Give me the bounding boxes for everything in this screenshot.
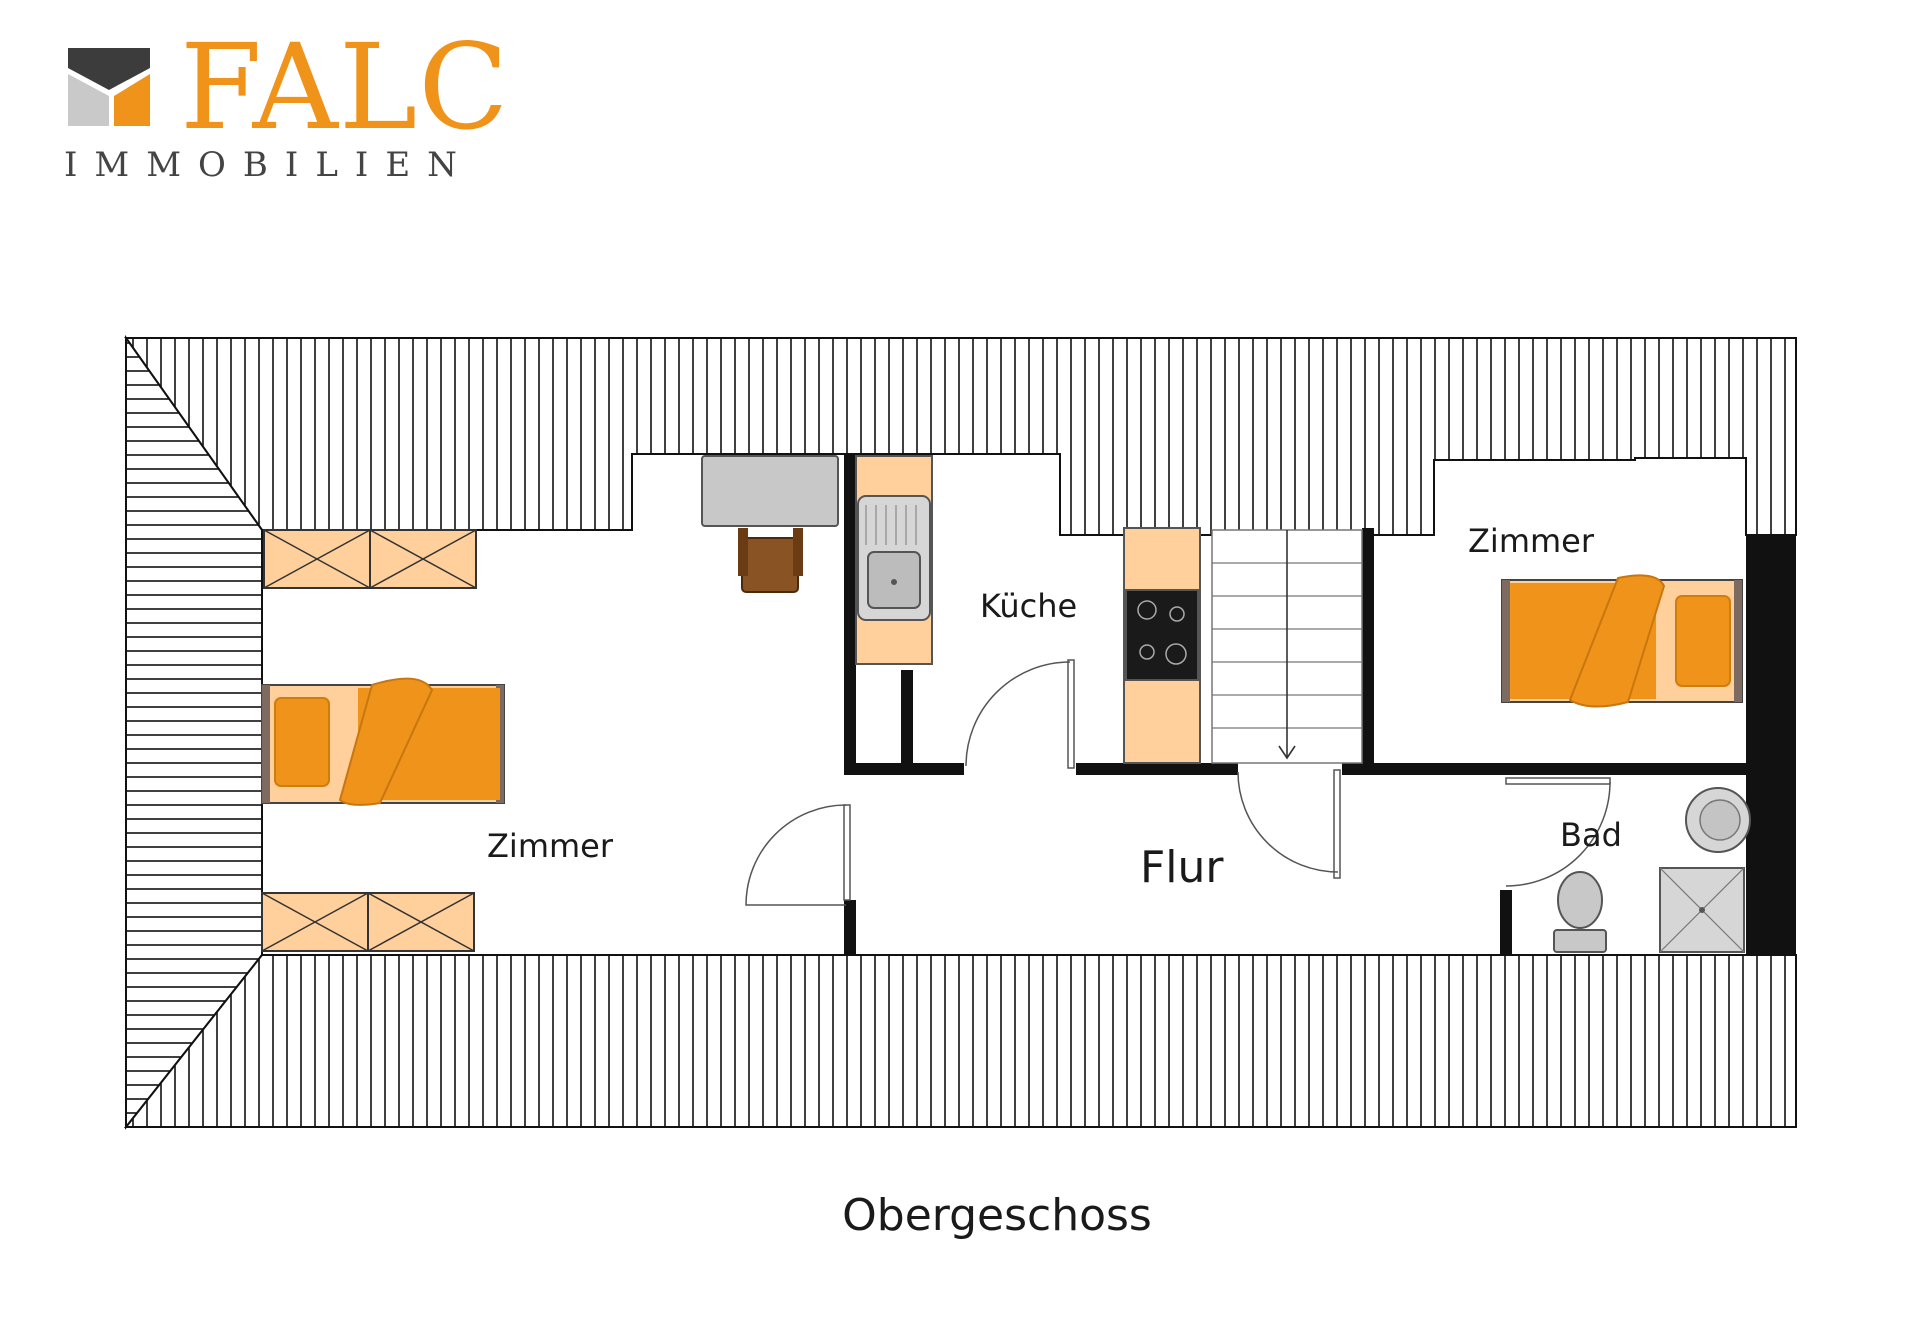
wall-cabinet-divider	[901, 670, 913, 763]
roof-slope-bottom	[123, 954, 1797, 1128]
wall-kitchen-bottom-left	[844, 763, 964, 775]
washbasin-icon	[1685, 787, 1751, 853]
bed-left	[261, 677, 505, 806]
wardrobe-bottom	[261, 892, 475, 952]
sink-icon	[857, 495, 931, 621]
door-left-room	[745, 804, 851, 906]
logo-wordmark: FALC	[180, 18, 510, 156]
chair-icon	[738, 528, 803, 593]
wall-upper-right-bottom	[1342, 763, 1746, 775]
logo-mark-icon	[68, 48, 150, 126]
room-label-bad: Bad	[1560, 816, 1622, 854]
room-label-zimmer-right: Zimmer	[1468, 522, 1594, 560]
bed-right	[1501, 574, 1743, 708]
staircase	[1211, 529, 1363, 764]
wall-bath-left	[1500, 890, 1512, 955]
wall-kitchen-left-low	[844, 900, 856, 955]
wall-stair-bottom	[1232, 763, 1238, 775]
logo-subtitle: IMMOBILIEN	[64, 145, 474, 185]
door-kitchen	[965, 659, 1075, 769]
room-label-flur: Flur	[1140, 842, 1224, 893]
wall-kitchen-bottom-right	[1076, 763, 1232, 775]
door-bath	[1505, 777, 1611, 887]
toilet-icon	[1553, 871, 1607, 953]
walls	[844, 454, 1796, 955]
door-stairs	[1237, 769, 1341, 879]
wall-kitchen-left	[844, 454, 856, 766]
wardrobe-top	[263, 529, 477, 589]
wall-right-chimney	[1746, 535, 1796, 955]
room-label-zimmer-left: Zimmer	[487, 827, 613, 865]
stove-icon	[1125, 589, 1199, 681]
shower-icon	[1659, 867, 1745, 953]
room-label-kueche: Küche	[980, 587, 1078, 625]
desk	[701, 455, 839, 527]
floor-caption: Obergeschoss	[842, 1190, 1152, 1241]
wall-room-divider	[1362, 528, 1374, 775]
roof-slope-top	[124, 337, 1797, 536]
